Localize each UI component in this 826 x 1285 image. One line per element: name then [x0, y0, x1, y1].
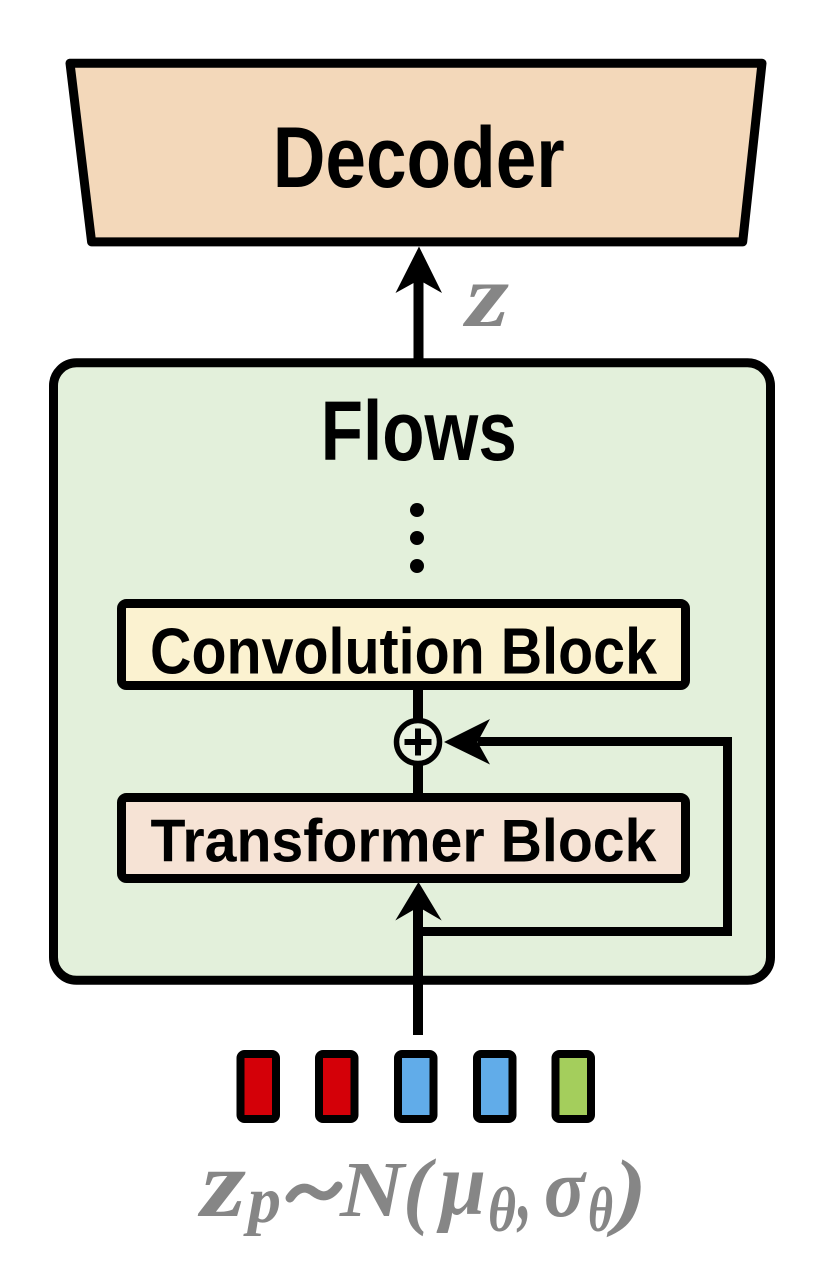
- svg-text:Decoder: Decoder: [273, 110, 565, 206]
- svg-text:p: p: [243, 1164, 281, 1237]
- svg-text:Transformer Block: Transformer Block: [151, 808, 658, 875]
- svg-text:θ: θ: [488, 1174, 516, 1245]
- svg-text:Flows: Flows: [321, 384, 517, 478]
- svg-text:N: N: [339, 1147, 407, 1234]
- svg-text:z: z: [462, 247, 509, 346]
- svg-text:(: (: [403, 1141, 436, 1237]
- svg-text:μ: μ: [436, 1135, 486, 1234]
- svg-text:z: z: [197, 1130, 246, 1237]
- svg-text:,: ,: [517, 1142, 532, 1239]
- svg-text:σ: σ: [544, 1142, 587, 1235]
- svg-text:Convolution Block: Convolution Block: [150, 615, 658, 688]
- svg-text:θ: θ: [588, 1174, 613, 1245]
